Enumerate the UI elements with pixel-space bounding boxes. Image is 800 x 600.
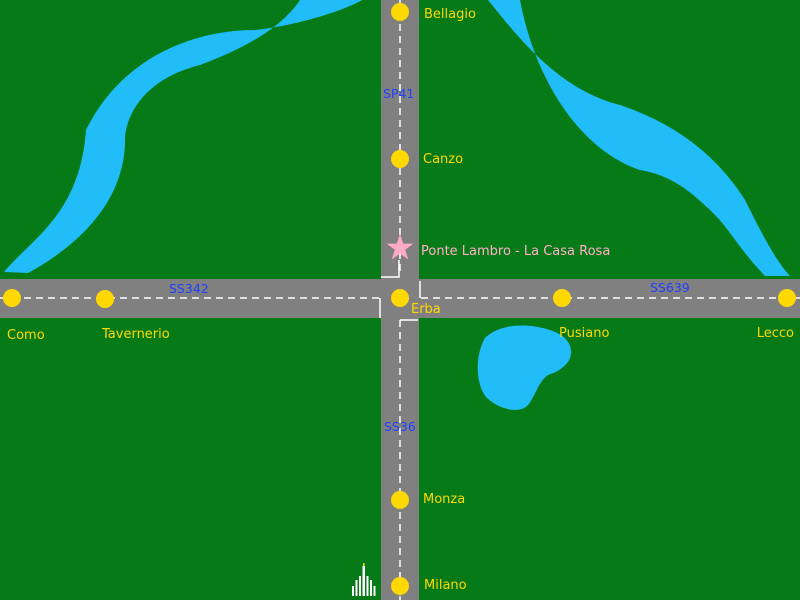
lake-pusiano	[477, 325, 572, 410]
town-label-bellagio: Bellagio	[424, 7, 476, 22]
town-label-lecco: Lecco	[757, 326, 794, 341]
town-label-tavernerio: Tavernerio	[101, 327, 170, 342]
town-marker-tavernerio[interactable]	[96, 290, 114, 308]
town-label-como: Como	[7, 328, 45, 343]
star-icon[interactable]	[386, 234, 414, 260]
poi-label: Ponte Lambro - La Casa Rosa	[421, 244, 610, 259]
town-marker-lecco[interactable]	[778, 289, 796, 307]
town-label-pusiano: Pusiano	[559, 326, 609, 341]
town-marker-monza[interactable]	[391, 491, 409, 509]
town-marker-pusiano[interactable]	[553, 289, 571, 307]
town-label-erba: Erba	[411, 302, 441, 317]
river-west	[4, 0, 362, 273]
town-marker-como[interactable]	[3, 289, 21, 307]
town-marker-milano[interactable]	[391, 577, 409, 595]
river-east	[488, 0, 790, 276]
cathedral-icon	[352, 563, 376, 596]
road-label-sp41: SP41	[383, 86, 414, 101]
town-label-canzo: Canzo	[423, 152, 463, 167]
town-markers	[3, 3, 796, 595]
road-label-ss36: SS36	[384, 419, 416, 434]
road-label-ss639: SS639	[650, 280, 690, 295]
town-marker-canzo[interactable]	[391, 150, 409, 168]
town-label-milano: Milano	[424, 578, 467, 593]
junction-line-nw	[381, 260, 400, 278]
town-marker-bellagio[interactable]	[391, 3, 409, 21]
town-marker-erba[interactable]	[391, 289, 409, 307]
town-label-monza: Monza	[423, 492, 465, 507]
road-label-ss342: SS342	[169, 281, 209, 296]
